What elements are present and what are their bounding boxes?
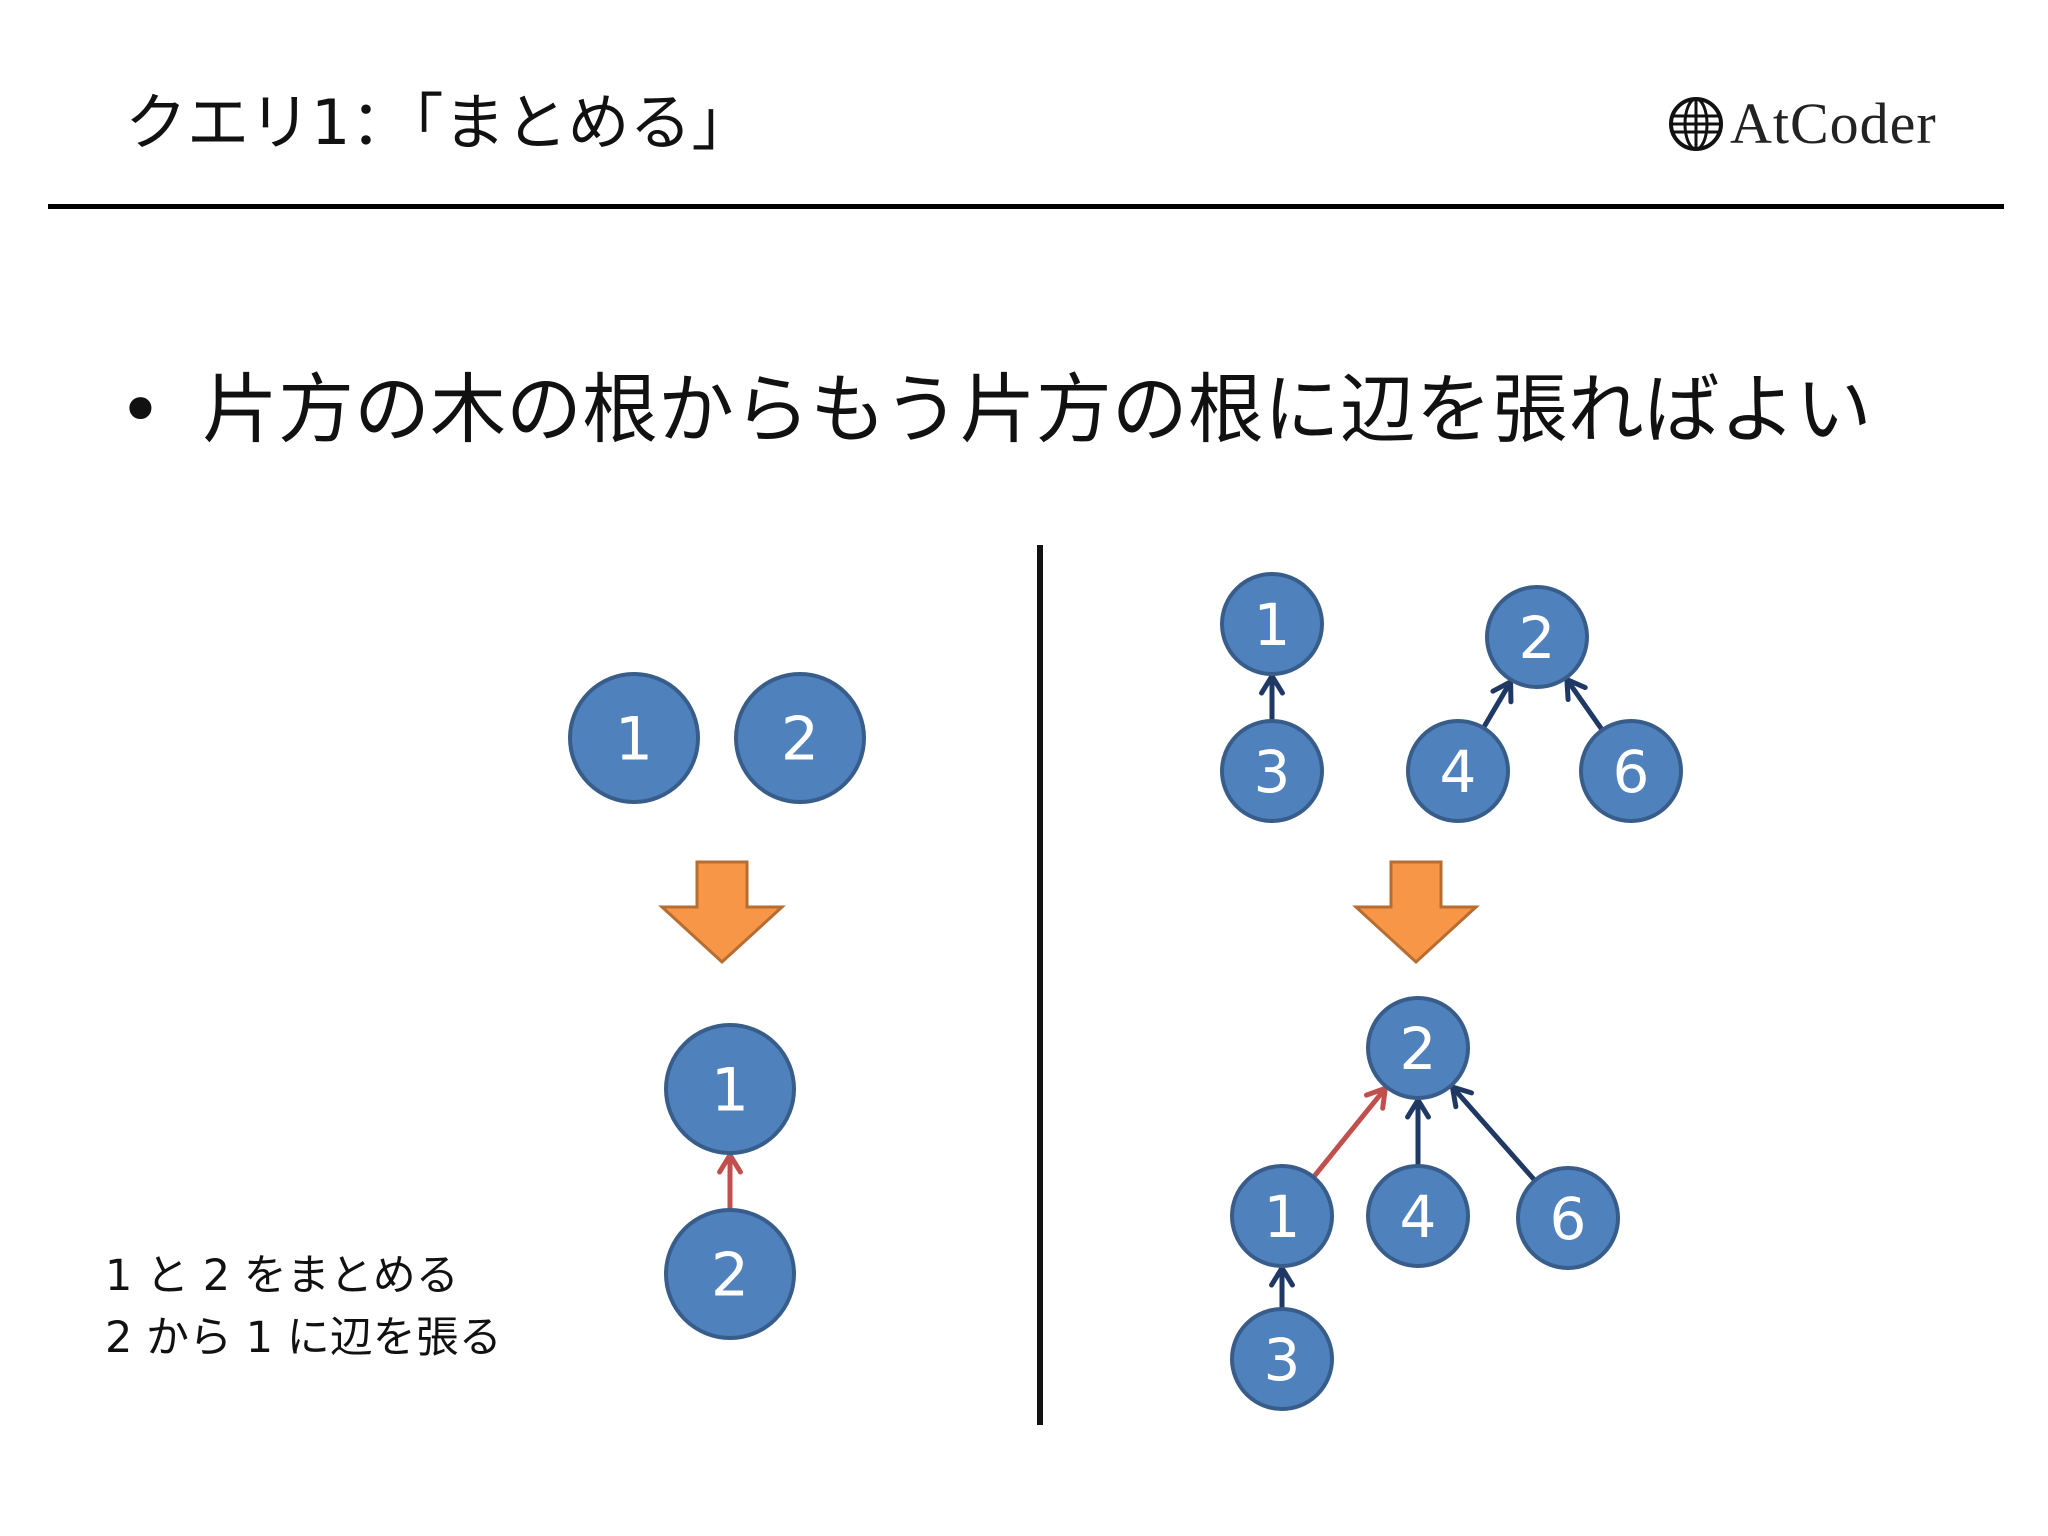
tree-node-4	[1366, 1164, 1470, 1268]
left-panel: 1 2 1 2	[568, 672, 866, 1340]
tree-node-2	[664, 1208, 796, 1340]
bullet-marker: •	[118, 365, 163, 454]
right-before-edge-4-2	[1481, 680, 1513, 730]
tree-node-2	[734, 672, 866, 804]
tree-node-label: 2	[1400, 1015, 1437, 1083]
tree-node-label: 3	[1254, 738, 1291, 806]
tree-node-label: 6	[1550, 1185, 1587, 1253]
tree-node-label: 1	[1254, 591, 1291, 659]
tree-node-2	[1366, 996, 1470, 1100]
tree-node-3	[1230, 1307, 1334, 1411]
caption-line-2: 2 から 1 に辺を張る	[105, 1313, 502, 1363]
tree-node-2	[1485, 585, 1589, 689]
caption: 1 と 2 をまとめる 2 から 1 に辺を張る	[105, 1245, 502, 1369]
tree-node-1	[1230, 1164, 1334, 1268]
slide-title: クエリ1：「まとめる」	[125, 86, 754, 159]
tree-node-label: 4	[1440, 738, 1477, 806]
tree-node-label: 3	[1264, 1326, 1301, 1394]
tree-node-1	[1220, 572, 1324, 676]
tree-node-label: 2	[781, 705, 819, 775]
caption-line-1: 1 と 2 をまとめる	[105, 1251, 459, 1301]
title-divider	[48, 204, 2004, 209]
right-after-edge-1-2	[1311, 1086, 1388, 1179]
tree-node-label: 4	[1400, 1183, 1437, 1251]
tree-node-label: 2	[1519, 604, 1556, 672]
right-before-edge-6-2	[1564, 678, 1605, 732]
tree-node-3	[1220, 719, 1324, 823]
right-transition-arrow	[1352, 860, 1480, 965]
tree-node-1	[664, 1023, 796, 1155]
tree-node-6	[1516, 1166, 1620, 1270]
logo-text: AtCoder	[1730, 91, 1937, 156]
tree-node-label: 2	[711, 1241, 749, 1311]
tree-node-1	[568, 672, 700, 804]
tree-node-4	[1406, 719, 1510, 823]
globe-icon	[1669, 97, 1723, 151]
tree-node-label: 6	[1613, 738, 1650, 806]
tree-node-label: 1	[1264, 1183, 1301, 1251]
right-before-edge-6-2-head	[1564, 677, 1588, 703]
right-after-edge-6-2	[1450, 1085, 1537, 1183]
tree-node-label: 1	[711, 1056, 749, 1126]
tree-node-6	[1579, 719, 1683, 823]
atcoder-logo: AtCoder	[1668, 92, 1937, 156]
tree-node-label: 1	[615, 705, 653, 775]
bullet-text: 片方の木の根からもう片方の根に辺を張ればよい	[202, 365, 1872, 454]
left-transition-arrow	[658, 860, 786, 965]
bullet-item: • 片方の木の根からもう片方の根に辺を張ればよい	[118, 358, 1918, 462]
